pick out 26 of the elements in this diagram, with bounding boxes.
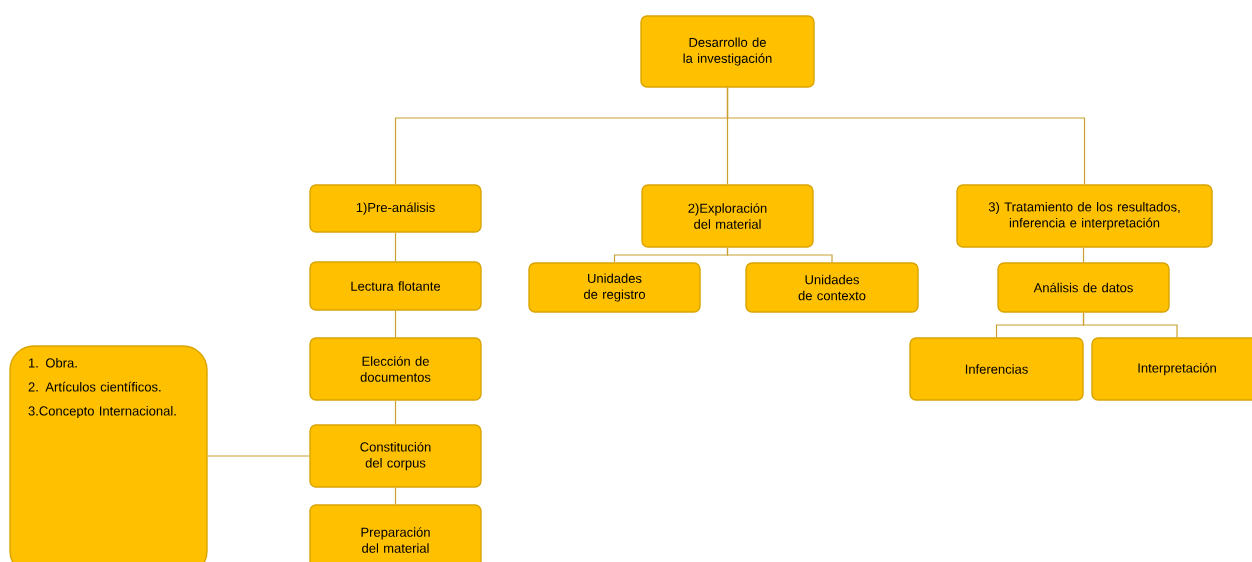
process-box: Interpretación [1091,337,1252,401]
connector-line [394,400,397,425]
list-item: 2. Artículos científicos. [28,381,161,392]
connector-line [726,247,833,263]
list-item: 3.Concepto Internacional. [28,406,176,419]
process-box: 1)Pre-análisis [309,184,482,233]
connector-line [394,310,397,338]
process-box: Elección de documentos [309,337,482,401]
process-box: Desarrollo de la investigación [640,15,815,88]
list-item: 1. Obra. [29,358,77,368]
process-box: Preparación del material [309,504,482,562]
process-box [9,345,208,562]
process-box: Constitución del corpus [309,424,482,488]
process-box: Lectura flotante [309,261,482,311]
connector-line [207,455,310,457]
process-box: 2)Exploración del material [641,184,814,248]
connector-line [1082,312,1178,338]
process-box: Unidades de contexto [745,262,919,313]
process-box: Análisis de datos [997,262,1170,313]
connector-line [1082,247,1085,263]
process-box: Unidades de registro [528,262,701,313]
process-box: 3) Tratamiento de los resultados, inferencia e interpretación [956,184,1213,248]
process-box: Inferencias [909,337,1084,401]
connector-line [726,87,1086,185]
connector-line [394,487,397,505]
connector-line [394,232,397,262]
